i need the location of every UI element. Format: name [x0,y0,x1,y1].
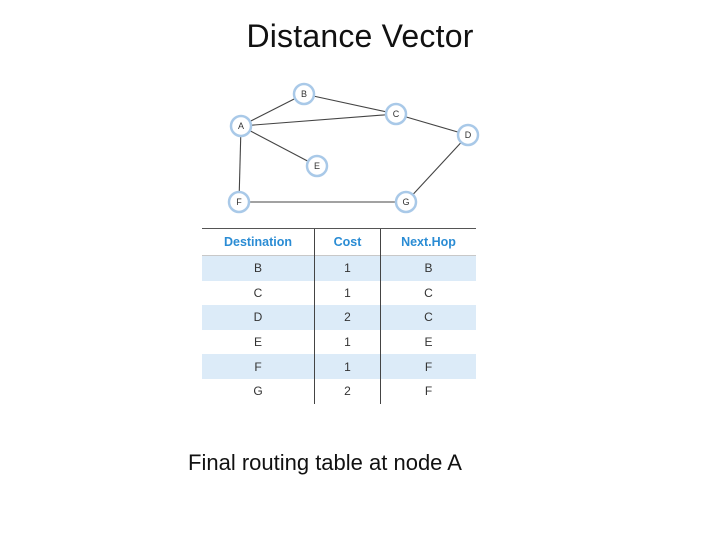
table-row: E 1 E [202,329,476,355]
cell-next-hop: F [380,378,476,404]
node-label: B [301,89,307,99]
cell-next-hop: B [380,254,476,281]
cell-next-hop: F [380,354,476,379]
node-label: G [402,197,409,207]
header-cost: Cost [314,228,381,256]
cell-next-hop: E [380,329,476,355]
cell-destination: F [202,354,315,379]
node-label: A [238,121,244,131]
node-b: B [292,82,316,106]
cell-destination: C [253,285,263,300]
routing-table: Destination Cost Next.Hop B 1 B C 1 C D … [202,228,476,404]
header-destination: Destination [202,228,315,256]
table-row: G 2 F [202,378,476,404]
routing-table-header-row: Destination Cost Next.Hop [202,228,476,256]
table-row: B 1 B [202,254,476,281]
node-circle [227,190,251,214]
edge-a-e [240,125,318,167]
table-row: F 1 F [202,354,476,379]
edge-a-f [238,125,242,203]
cell-cost: 1 [314,254,381,281]
node-circle [292,82,316,106]
node-g: G [394,190,418,214]
figure-caption: Final routing table at node A [188,450,462,475]
edge-a-c [240,113,397,127]
node-circle [384,102,408,126]
cell-next-hop: C [380,280,476,306]
node-f: F [227,190,251,214]
node-c: C [384,102,408,126]
node-e: E [305,154,329,178]
cell-destination: G [253,384,263,399]
table-row: C 1 C [202,280,476,306]
cell-destination: B [202,254,315,281]
cell-cost: 2 [314,305,381,330]
header-next-hop: Next.Hop [380,228,476,256]
cell-cost: 1 [314,280,381,306]
node-a: A [229,114,253,138]
node-circle [229,114,253,138]
edge-b-c [303,93,397,115]
cell-destination: D [202,305,315,330]
node-circle [394,190,418,214]
node-d: D [456,123,480,147]
node-label: D [465,130,472,140]
node-label: E [314,161,320,171]
node-circle [456,123,480,147]
edge-c-d [395,113,469,136]
node-circle [305,154,329,178]
edge-a-b [240,93,305,127]
node-label: F [236,197,242,207]
cell-cost: 2 [314,378,381,404]
graph-nodes: A B C D E F G [227,82,480,214]
page-title: Distance Vector [246,18,474,54]
cell-next-hop: C [380,305,476,330]
cell-cost: 1 [314,354,381,379]
table-row: D 2 C [202,305,476,330]
cell-cost: 1 [314,329,381,355]
edge-d-g [405,134,469,203]
cell-destination: E [253,335,262,350]
graph-edges [238,93,469,203]
node-label: C [393,109,400,119]
